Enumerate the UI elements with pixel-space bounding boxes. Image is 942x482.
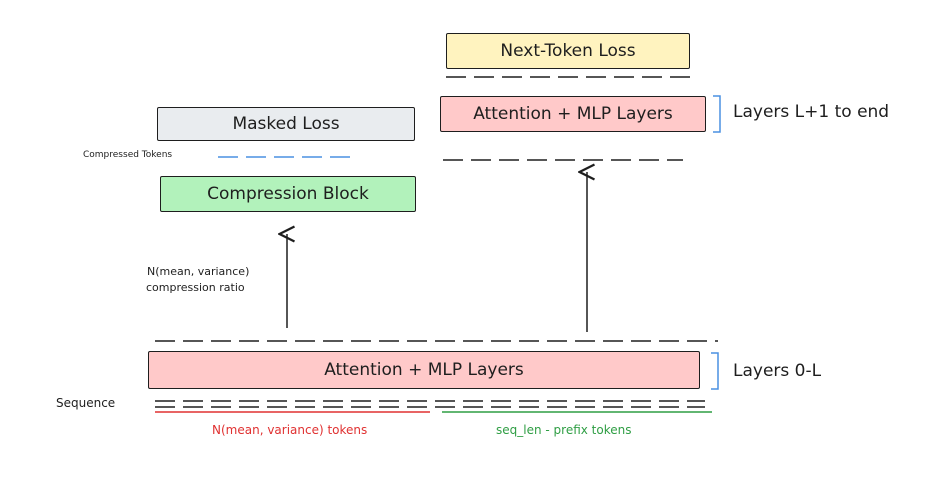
compression-block-box: Compression Block <box>160 176 416 212</box>
layers-top-label: Layers L+1 to end <box>733 102 890 122</box>
compression-note-line2: compression ratio <box>146 281 245 294</box>
compression-block-label: Compression Block <box>207 184 369 204</box>
prefix-tokens-label: N(mean, variance) tokens <box>212 423 368 437</box>
masked-loss-box: Masked Loss <box>157 107 415 141</box>
compressed-tokens-label: Compressed Tokens <box>83 150 173 160</box>
bracket-bottom-layers <box>711 352 719 390</box>
attention-mlp-bottom-box: Attention + MLP Layers <box>148 351 700 389</box>
compression-note-line1: N(mean, variance) <box>147 265 250 278</box>
next-token-loss-label: Next-Token Loss <box>500 41 636 61</box>
layers-bottom-label: Layers 0-L <box>733 361 822 381</box>
attention-mlp-top-box: Attention + MLP Layers <box>440 96 706 132</box>
sequence-label: Sequence <box>56 396 116 410</box>
bracket-top-layers <box>713 95 721 133</box>
attention-mlp-bottom-label: Attention + MLP Layers <box>324 360 524 380</box>
next-token-loss-box: Next-Token Loss <box>446 33 690 69</box>
rest-tokens-label: seq_len - prefix tokens <box>496 423 632 437</box>
masked-loss-label: Masked Loss <box>232 114 340 134</box>
attention-mlp-top-label: Attention + MLP Layers <box>473 104 673 124</box>
